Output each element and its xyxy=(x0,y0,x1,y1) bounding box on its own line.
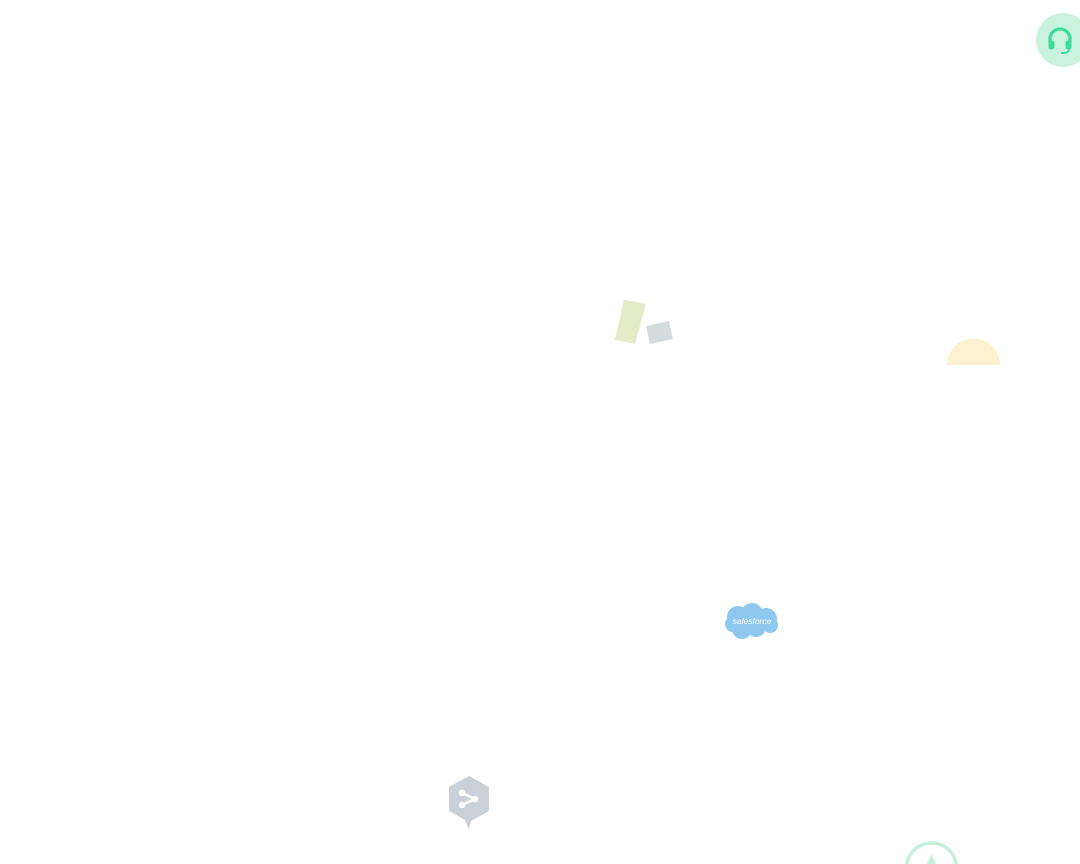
support-button[interactable] xyxy=(1036,13,1080,67)
deepl-logo xyxy=(446,774,494,832)
dome-logo xyxy=(944,325,1004,369)
ring-logo xyxy=(902,840,962,864)
bars-logo xyxy=(612,298,676,348)
headset-icon xyxy=(1045,25,1075,55)
salesforce-logo-text: salesforce xyxy=(733,616,772,626)
salesforce-logo: salesforce xyxy=(723,602,781,644)
